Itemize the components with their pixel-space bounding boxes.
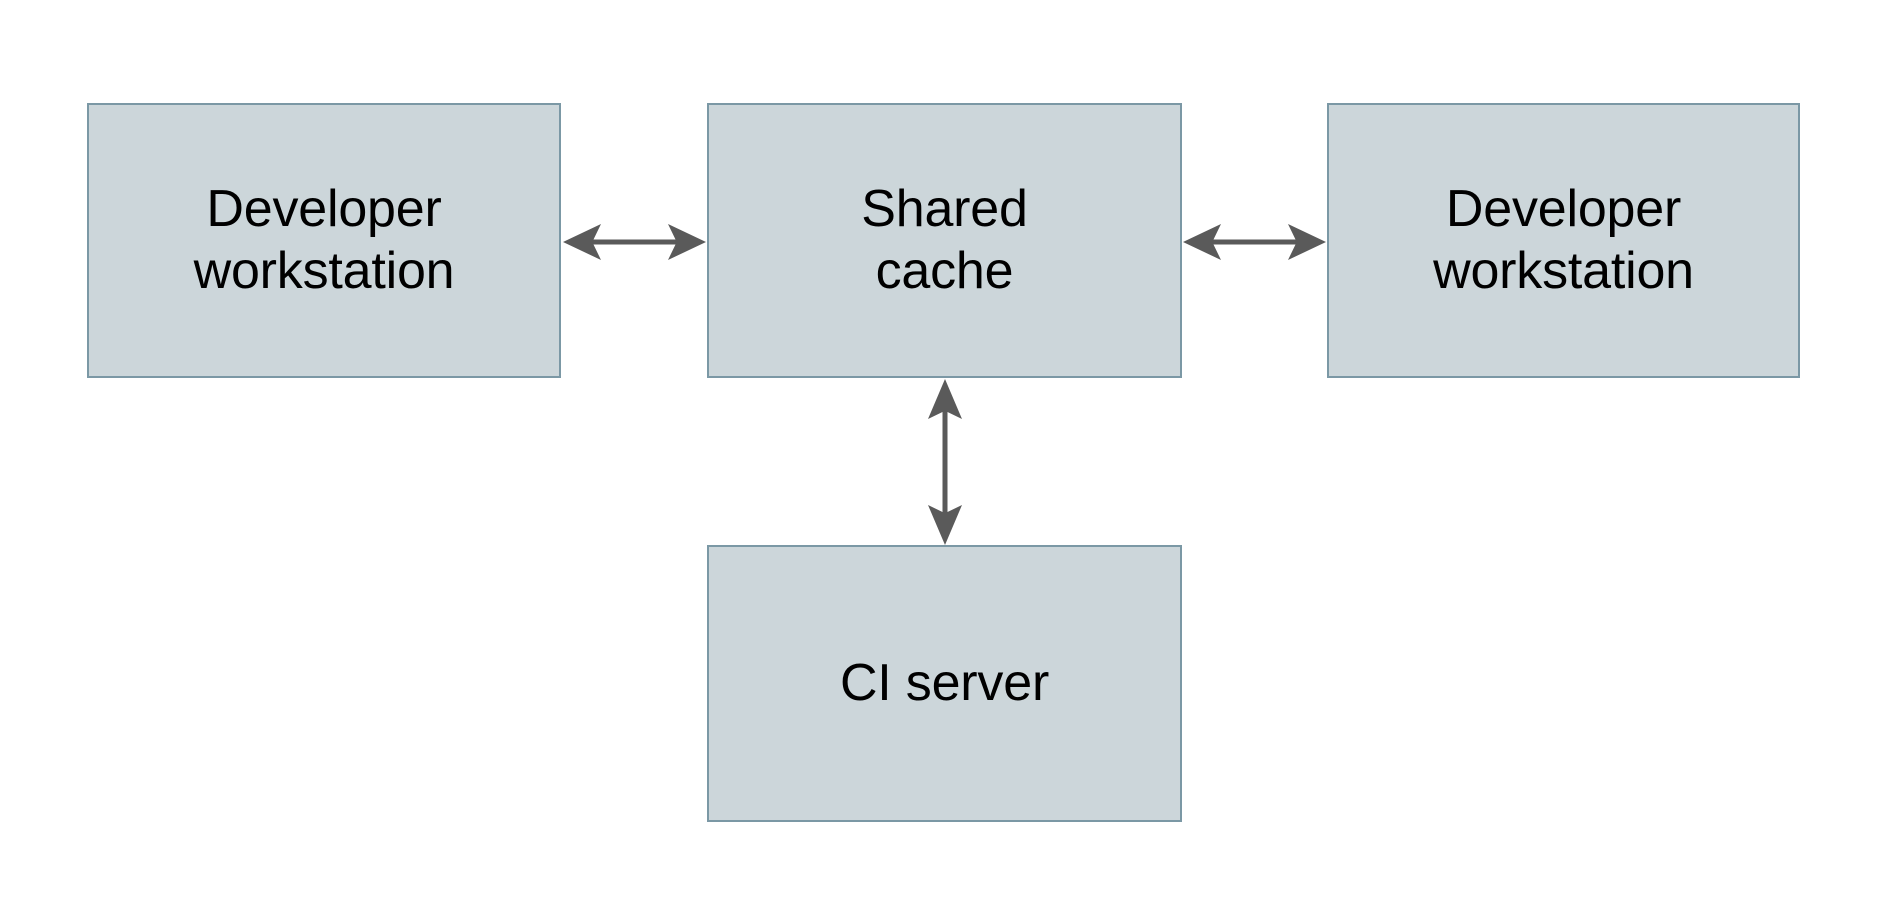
node-developer-workstation-right[interactable]: Developer workstation: [1327, 103, 1800, 378]
node-developer-workstation-left[interactable]: Developer workstation: [87, 103, 561, 378]
node-label: Developer workstation: [193, 180, 455, 300]
connector-shared-cache-to-dev-right: [1181, 212, 1328, 272]
node-shared-cache[interactable]: Shared cache: [707, 103, 1182, 378]
double-arrow-vertical-icon: [928, 379, 962, 545]
connector-dev-left-to-shared-cache: [561, 212, 708, 272]
node-ci-server[interactable]: CI server: [707, 545, 1182, 822]
double-arrow-horizontal-icon: [1183, 224, 1326, 260]
connector-shared-cache-to-ci-server: [915, 377, 975, 547]
node-label: CI server: [839, 653, 1050, 712]
double-arrow-horizontal-icon: [563, 224, 706, 260]
node-label: Developer workstation: [1433, 180, 1694, 300]
node-label: Shared cache: [861, 180, 1028, 300]
